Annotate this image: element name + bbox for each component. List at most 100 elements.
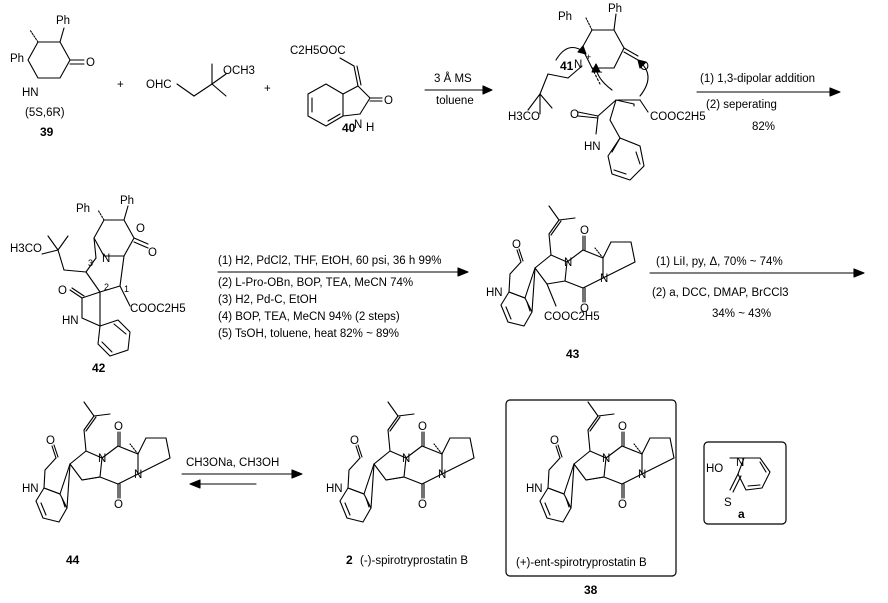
atom-label-o: O xyxy=(46,435,55,447)
condition-step1-below: toluene xyxy=(436,95,474,107)
reagent-a: HO N S a xyxy=(703,441,787,525)
compound-44: N N O O O HN 44 xyxy=(22,401,171,567)
compound-41: Ph Ph N + − O H3CO COOC2H5 O HN 41 xyxy=(508,3,706,181)
atom-label-o: O xyxy=(86,57,95,69)
condition-step3-line5: (5) TsOH, toluene, heat 82% ~ 89% xyxy=(218,328,399,340)
atom-label-ester: COOC2H5 xyxy=(650,111,706,123)
atom-label-o: O xyxy=(136,223,145,235)
compound-name-38: (+)-ent-spirotryprostatin B xyxy=(516,557,647,569)
atom-label-n: N xyxy=(602,453,610,465)
plus-sign: + xyxy=(264,83,271,95)
atom-label-o: O xyxy=(418,421,427,433)
atom-label-hn: HN xyxy=(326,483,343,495)
atom-label-o: O xyxy=(350,435,359,447)
compound-label-40: 40 xyxy=(342,121,356,135)
compound-42: Ph Ph H3CO N O O O HN COOC2H5 1 2 3 42 xyxy=(10,195,186,375)
atom-label-hn: HN xyxy=(22,87,39,99)
atom-label-o: O xyxy=(418,499,427,511)
compound-38: N N O O O HN (+)-ent-spirotryprostatin B… xyxy=(505,399,677,597)
condition-step5-above: CH3ONa, CH3OH xyxy=(186,457,279,469)
condition-step4-above: (1) LiI, py, Δ, 70% ~ 74% xyxy=(656,256,783,268)
compound-label-44: 44 xyxy=(66,553,80,567)
atom-label-o: O xyxy=(618,499,627,511)
compound-label-41: 41 xyxy=(560,59,574,73)
atom-label-hn: HN xyxy=(526,483,543,495)
atom-label-ester: C2H5OOC xyxy=(290,45,346,57)
atom-label-och3: OCH3 xyxy=(223,65,255,77)
atom-label-hn: HN xyxy=(486,287,503,299)
atom-label-ph: Ph xyxy=(10,53,24,65)
atom-label-n: N xyxy=(574,59,582,71)
locant-1: 1 xyxy=(124,284,129,294)
condition-step4-below: (2) a, DCC, DMAP, BrCCl3 xyxy=(652,287,789,299)
reaction-arrow-step1: 3 Å MS toluene xyxy=(424,72,493,107)
atom-label-o: O xyxy=(148,247,157,259)
atom-label-n: N xyxy=(402,453,410,465)
locant-2: 2 xyxy=(104,282,109,292)
condition-step4-yield: 34% ~ 43% xyxy=(712,308,771,320)
atom-label-n: N xyxy=(98,453,106,465)
compound-label-38: 38 xyxy=(584,583,598,597)
compound-name-2: (-)-spirotryprostatin B xyxy=(360,555,468,567)
reaction-arrow-step2: (1) 1,3-dipolar addition (2) seperating … xyxy=(696,73,841,133)
atom-label-hn: HN xyxy=(62,315,79,327)
compound-label-43: 43 xyxy=(566,347,580,361)
atom-label-n: N xyxy=(638,469,646,481)
atom-label-h: H xyxy=(366,122,374,134)
atom-label-o: O xyxy=(114,421,123,433)
atom-label-o: O xyxy=(114,499,123,511)
condition-step3-line1: (1) H2, PdCl2, THF, EtOH, 60 psi, 36 h 9… xyxy=(218,255,442,267)
condition-step3-line4: (4) BOP, TEA, MeCN 94% (2 steps) xyxy=(218,311,400,323)
atom-label-o: O xyxy=(512,239,521,251)
condition-step1-above: 3 Å MS xyxy=(434,72,472,85)
atom-label-ph: Ph xyxy=(76,203,90,215)
atom-label-h3co: H3CO xyxy=(10,243,42,255)
atom-label-ester: COOC2H5 xyxy=(544,311,600,323)
condition-step3-line3: (3) H2, Pd-C, EtOH xyxy=(218,294,317,306)
atom-label-n: N xyxy=(564,257,572,269)
atom-label-n: N xyxy=(102,253,110,265)
compound-label-42: 42 xyxy=(92,361,106,375)
atom-label-o: O xyxy=(384,95,393,107)
atom-label-h3co: H3CO xyxy=(508,111,540,123)
atom-label-hn: HN xyxy=(584,141,601,153)
atom-label-ohc: OHC xyxy=(146,79,172,91)
charge-plus: + xyxy=(586,52,591,62)
atom-label-n: N xyxy=(600,273,608,285)
stereo-descriptor: (5S,6R) xyxy=(25,107,65,119)
aldehyde-reagent: OHC OCH3 xyxy=(146,63,255,97)
compound-label-2: 2 xyxy=(346,553,353,567)
plus-sign: + xyxy=(117,79,124,91)
atom-label-o: O xyxy=(570,109,579,121)
atom-label-ph: Ph xyxy=(56,15,70,27)
condition-step2-yield: 82% xyxy=(752,121,775,133)
compound-2: N N O O O HN 2 (-)-spirotryprostatin B xyxy=(326,401,475,567)
reaction-arrow-step4: (1) LiI, py, Δ, 70% ~ 74% (2) a, DCC, DM… xyxy=(649,256,865,320)
atom-label-ho: HO xyxy=(706,463,723,475)
atom-label-s: S xyxy=(724,497,732,509)
atom-label-ph: Ph xyxy=(558,11,572,23)
locant-3: 3 xyxy=(88,258,93,268)
compound-43: N N O O O HN COOC2H5 43 xyxy=(486,205,636,361)
condition-step2-above: (1) 1,3-dipolar addition xyxy=(700,73,815,85)
atom-label-hn: HN xyxy=(22,483,39,495)
reaction-arrow-step3: (1) H2, PdCl2, THF, EtOH, 60 psi, 36 h 9… xyxy=(217,255,469,340)
atom-label-o: O xyxy=(580,225,589,237)
atom-label-o: O xyxy=(550,435,559,447)
compound-40: C2H5OOC O N H 40 xyxy=(290,45,393,135)
equilibrium-arrows-step5: CH3ONa, CH3OH xyxy=(181,457,303,489)
atom-label-o: O xyxy=(640,61,649,73)
atom-label-n: N xyxy=(736,457,744,469)
condition-step3-line2: (2) L-Pro-OBn, BOP, TEA, MeCN 74% xyxy=(218,277,413,289)
atom-label-o: O xyxy=(58,285,67,297)
atom-label-ester: COOC2H5 xyxy=(130,303,186,315)
compound-label-39: 39 xyxy=(40,125,54,139)
reagent-label-a: a xyxy=(738,507,745,521)
atom-label-n: N xyxy=(354,119,362,131)
atom-label-ph: Ph xyxy=(608,3,622,15)
atom-label-o: O xyxy=(580,303,589,315)
condition-step2-below: (2) seperating xyxy=(706,99,777,111)
atom-label-n: N xyxy=(134,469,142,481)
atom-label-n: N xyxy=(438,469,446,481)
